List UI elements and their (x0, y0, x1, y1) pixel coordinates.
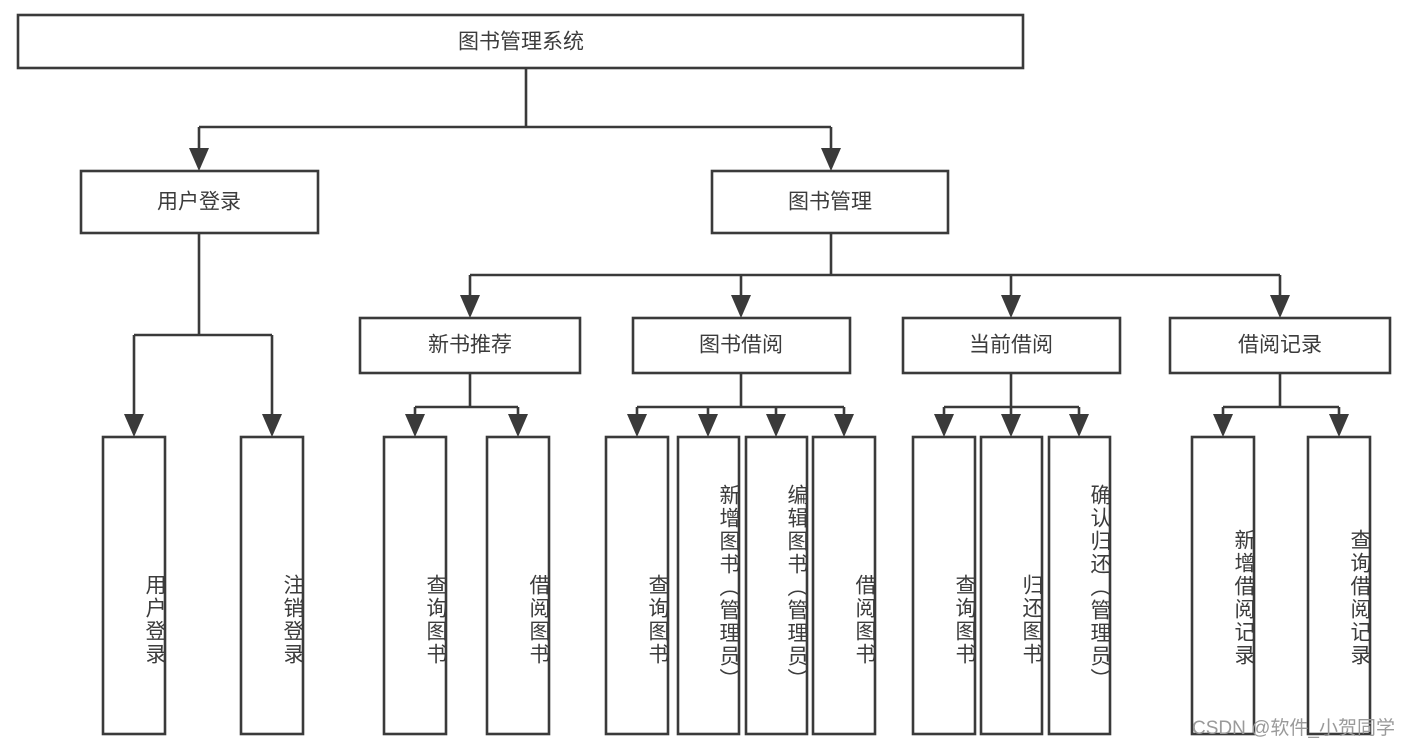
arrow-head-leaf-borrow-book-1 (508, 414, 528, 437)
arrow-head-book-management (821, 148, 841, 171)
arrow-head-leaf-return-book (1001, 414, 1021, 437)
node-leaf-logout-login-box[interactable] (239, 435, 305, 736)
node-leaf-confirm-return-box[interactable] (1047, 435, 1112, 736)
node-leaf-query-record-box[interactable] (1306, 435, 1372, 736)
node-leaf-borrow-book-1-box[interactable] (485, 435, 551, 736)
node-borrow-record-label: 借阅记录 (1238, 334, 1322, 357)
arrow-head-leaf-add-record (1213, 414, 1233, 437)
arrow-head-leaf-query-book-1 (405, 414, 425, 437)
node-book-management-label: 图书管理 (788, 191, 872, 214)
node-leaf-add-book-box[interactable] (676, 435, 741, 736)
node-leaf-query-book-1-box[interactable] (382, 435, 448, 736)
node-leaf-borrow-book-2-box[interactable] (811, 435, 877, 736)
node-borrow-record-box[interactable] (1168, 316, 1392, 375)
node-book-borrow-box[interactable] (631, 316, 852, 375)
arrow-head-user-login (189, 148, 209, 171)
arrow-head-leaf-confirm-return (1069, 414, 1089, 437)
arrow-head-leaf-add-book (698, 414, 718, 437)
node-book-management-box[interactable] (710, 169, 950, 235)
arrow-head-leaf-query-book-3 (934, 414, 954, 437)
arrow-head-borrow-record (1270, 295, 1290, 318)
arrow-head-leaf-query-book-2 (627, 414, 647, 437)
arrow-head-new-book-recommend (460, 295, 480, 318)
arrow-head-leaf-logout-login (262, 414, 282, 437)
node-new-book-recommend-label: 新书推荐 (428, 334, 512, 357)
node-leaf-return-book-box[interactable] (979, 435, 1044, 736)
node-book-borrow-label: 图书借阅 (699, 334, 783, 357)
watermark-text: CSDN @软件_小贺同学 (1192, 718, 1395, 739)
arrow-head-leaf-borrow-book-2 (834, 414, 854, 437)
arrow-head-current-borrow (1001, 295, 1021, 318)
node-new-book-recommend-box[interactable] (358, 316, 582, 375)
node-root-box[interactable] (16, 13, 1025, 70)
node-root-label: 图书管理系统 (458, 31, 584, 54)
node-leaf-add-record-box[interactable] (1190, 435, 1256, 736)
node-leaf-edit-book-box[interactable] (744, 435, 809, 736)
arrow-head-leaf-edit-book (766, 414, 786, 437)
node-leaf-query-book-2-box[interactable] (604, 435, 670, 736)
arrow-head-book-borrow (731, 295, 751, 318)
node-current-borrow-box[interactable] (901, 316, 1122, 375)
node-current-borrow-label: 当前借阅 (969, 334, 1053, 357)
node-leaf-query-book-3-box[interactable] (911, 435, 977, 736)
arrow-head-leaf-user-login (124, 414, 144, 437)
node-user-login-label: 用户登录 (157, 191, 241, 214)
arrow-head-leaf-query-record (1329, 414, 1349, 437)
node-leaf-user-login-box[interactable] (101, 435, 167, 736)
